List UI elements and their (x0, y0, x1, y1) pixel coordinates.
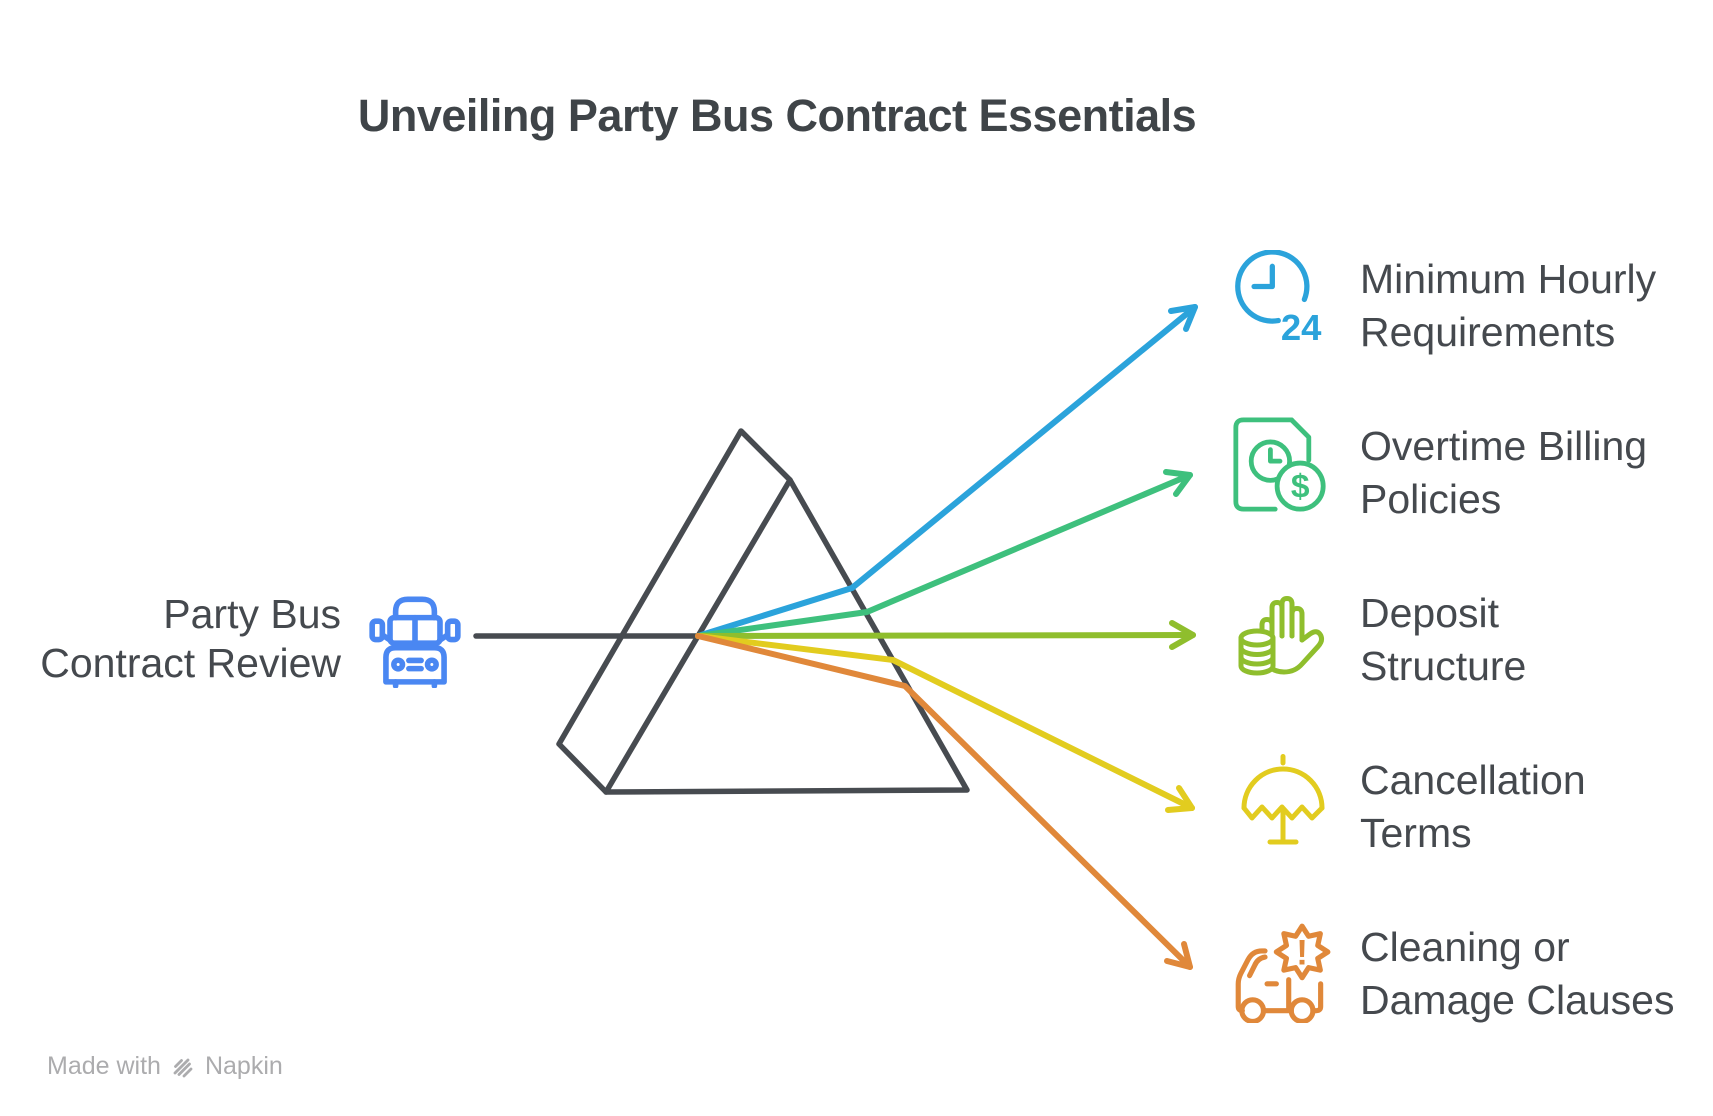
ray-overtime-billing (695, 469, 1193, 639)
clock-24-strokes (1235, 250, 1310, 324)
ray-cancellation-terms (695, 633, 1195, 813)
prism-back-edges (556, 428, 793, 795)
item-label-line: Cleaning or (1360, 924, 1570, 970)
source-label-line1: Party Bus (163, 591, 341, 637)
source-label: Party Bus Contract Review (40, 590, 341, 688)
diagram-title: Unveiling Party Bus Contract Essentials (357, 90, 1197, 141)
ray-deposit-structure (695, 620, 1196, 650)
item-label-line: Deposit (1360, 590, 1500, 636)
arrowhead-icon (1168, 304, 1198, 332)
item-label-line: Damage Clauses (1360, 977, 1675, 1023)
item-label-line: Terms (1360, 810, 1472, 856)
arrowhead-icon (1164, 941, 1193, 970)
item-label-minimum-hourly: Minimum Hourly Requirements (1360, 253, 1656, 359)
made-with-napkin-link[interactable]: Made with Napkin (47, 1052, 283, 1081)
item-label-line: Overtime Billing (1360, 423, 1648, 469)
made-with-label: Made with (47, 1052, 161, 1080)
item-label-line: Policies (1360, 476, 1502, 522)
item-label-line: Structure (1360, 643, 1527, 689)
item-label-line: Cancellation (1360, 757, 1586, 803)
napkin-logo-strokes (173, 1058, 193, 1077)
billing-document-strokes (1233, 417, 1326, 512)
party-bus-icon-strokes (369, 596, 461, 688)
napkin-brand-label: Napkin (204, 1052, 283, 1080)
source-label-line2: Contract Review (40, 640, 341, 686)
item-label-cancellation-terms: Cancellation Terms (1360, 754, 1586, 860)
umbrella-strokes (1241, 754, 1325, 845)
item-label-deposit-structure: Deposit Structure (1360, 587, 1526, 693)
arrowhead-icon (1163, 469, 1193, 497)
alert-badge: ! (1296, 933, 1308, 972)
ray-cleaning-damage (695, 633, 1193, 970)
clock-24-icon: 24 (1235, 250, 1322, 346)
party-bus-icon (369, 596, 461, 688)
item-label-cleaning-damage: Cleaning or Damage Clauses (1360, 921, 1675, 1027)
hand-coins-icon (1238, 596, 1325, 676)
clock-24-badge: 24 (1281, 307, 1322, 346)
arrowhead-icon (1165, 785, 1195, 813)
truck-alert-strokes (1235, 923, 1331, 1023)
item-label-line: Minimum Hourly (1360, 256, 1657, 302)
item-label-overtime-billing: Overtime Billing Policies (1360, 420, 1647, 526)
ray-minimum-hourly (695, 304, 1198, 639)
arrowhead-icon (1169, 620, 1196, 650)
umbrella-icon (1241, 754, 1325, 845)
billing-document-icon: $ (1233, 417, 1326, 512)
dollar-badge: $ (1291, 469, 1310, 506)
hand-coins-strokes (1238, 596, 1325, 676)
item-label-line: Requirements (1360, 309, 1616, 355)
truck-alert-icon: ! (1235, 923, 1331, 1023)
napkin-logo-icon (173, 1058, 193, 1077)
prism-outline (473, 428, 970, 795)
